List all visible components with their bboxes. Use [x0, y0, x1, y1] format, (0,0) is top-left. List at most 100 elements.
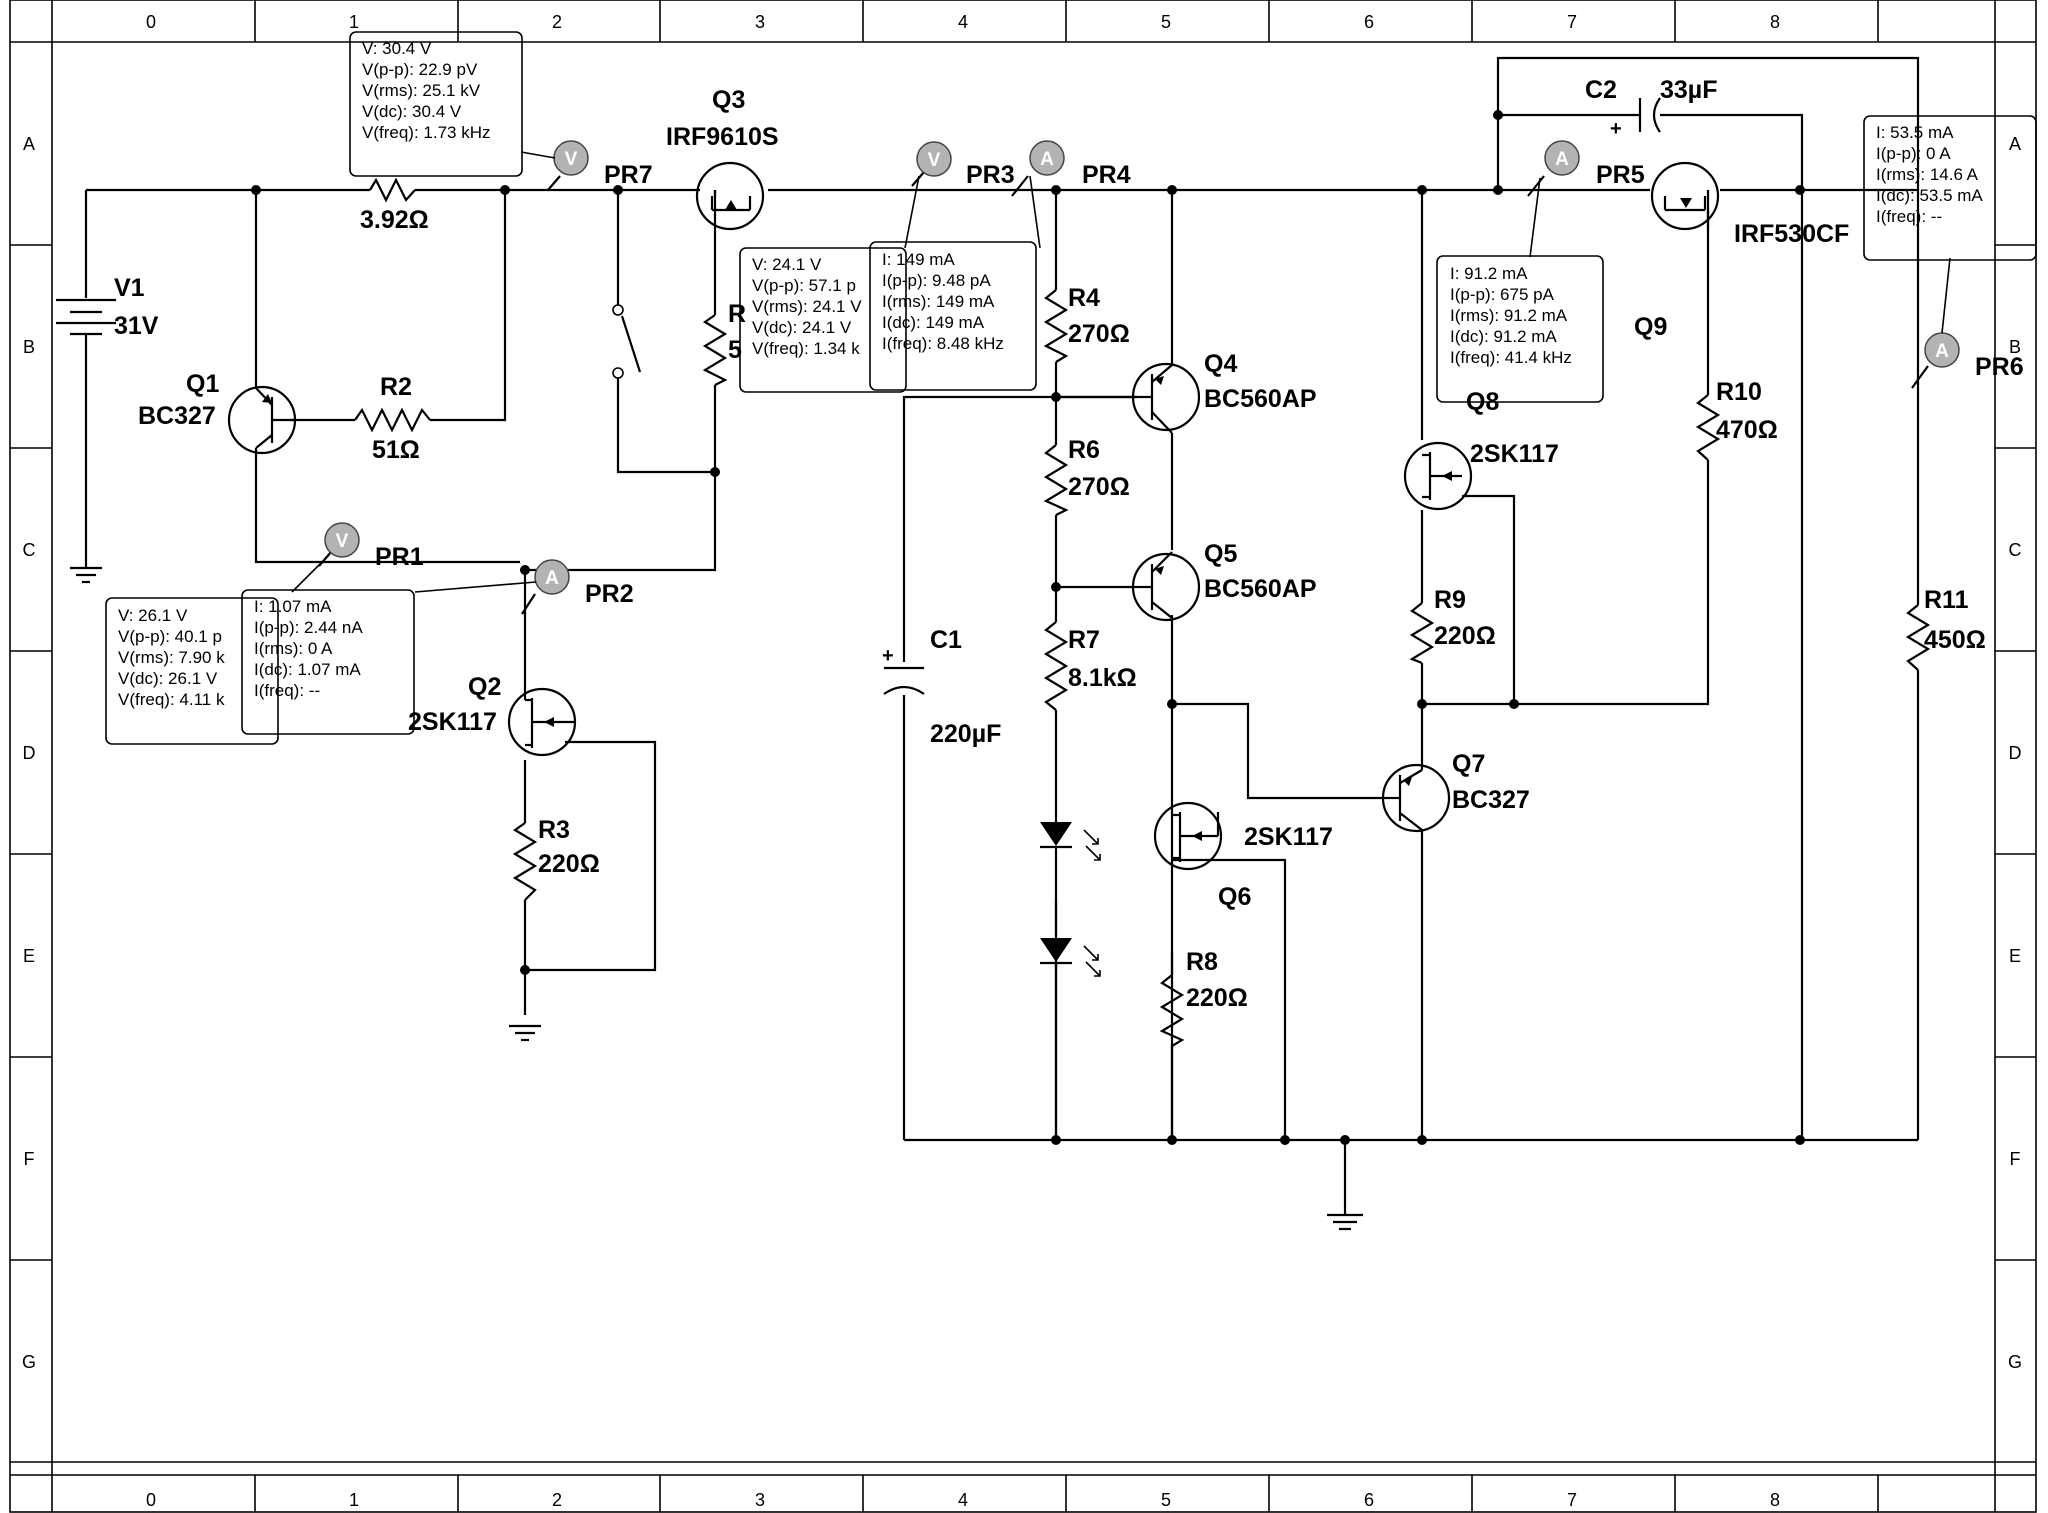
component-name: Q5: [1204, 540, 1237, 568]
resistor-r11[interactable]: R11 450Ω: [1905, 586, 1986, 671]
probe-type: A: [545, 568, 559, 589]
probe-pr5[interactable]: A PR5: [1527, 140, 1645, 197]
capacitor-c2[interactable]: + C2 33µF: [1585, 76, 1717, 140]
component-value: 470Ω: [1716, 416, 1778, 444]
resistor-r2[interactable]: R2 51Ω: [354, 373, 431, 464]
resistor-r7[interactable]: R7 8.1kΩ: [1043, 621, 1137, 711]
transistor-q8[interactable]: Q8 2SK117: [1403, 388, 1559, 511]
readout-line: V(rms): 25.1 kV: [362, 81, 481, 100]
component-name: V1: [114, 274, 145, 302]
grid-column-label: 0: [146, 12, 156, 32]
readout-line: I(rms): 14.6 A: [1876, 165, 1979, 184]
component-name: R7: [1068, 626, 1100, 654]
component-value: IRF530CF: [1734, 220, 1849, 248]
readout-line: I(freq): --: [254, 681, 320, 700]
component-value: 5: [728, 336, 742, 364]
grid-column-label: 7: [1567, 12, 1577, 32]
readout-line: V(dc): 24.1 V: [752, 318, 852, 337]
component-value: 270Ω: [1068, 320, 1130, 348]
probe-name: PR1: [375, 543, 424, 571]
led-2[interactable]: [1040, 938, 1101, 1140]
grid-column-label: 8: [1770, 1490, 1780, 1510]
grid-column-label: 3: [755, 12, 765, 32]
resistor-r4[interactable]: R4 270Ω: [1043, 284, 1130, 363]
transistor-q4[interactable]: Q4 BC560AP: [1131, 350, 1317, 434]
grid-row-label: G: [2008, 1352, 2022, 1372]
component-value: 2SK117: [1244, 823, 1333, 851]
readout-pr1: V: 26.1 V V(p-p): 40.1 p V(rms): 7.90 k …: [105, 597, 279, 745]
probe-name: PR6: [1975, 353, 2024, 381]
grid-column-label: 4: [958, 12, 968, 32]
ground-symbol: [509, 1024, 541, 1042]
resistor-r3[interactable]: R3 220Ω: [512, 816, 600, 901]
component-name: C2: [1585, 76, 1617, 104]
component-value: 33µF: [1660, 76, 1717, 104]
readout-pr5: I: 91.2 mA I(p-p): 675 pA I(rms): 91.2 m…: [1436, 255, 1604, 403]
resistor-r6[interactable]: R6 270Ω: [1043, 436, 1130, 516]
grid-column-label: 1: [349, 12, 359, 32]
readout-line: V: 30.4 V: [362, 39, 432, 58]
readout-line: I(dc): 53.5 mA: [1876, 186, 1983, 205]
component-name: Q7: [1452, 750, 1485, 778]
readout-line: V(dc): 30.4 V: [362, 102, 462, 121]
probe-pr3[interactable]: V PR3: [911, 141, 1015, 189]
probe-name: PR4: [1082, 161, 1131, 189]
probe-name: PR3: [966, 161, 1015, 189]
component-name: Q2: [468, 673, 501, 701]
component-name: R8: [1186, 948, 1218, 976]
grid-row-label: F: [2010, 1149, 2021, 1169]
transistor-q9[interactable]: IRF530CF Q9: [1634, 161, 1849, 341]
component-value: BC560AP: [1204, 385, 1317, 413]
probe-pr7[interactable]: V PR7: [547, 140, 653, 191]
readout-line: I(p-p): 2.44 nA: [254, 618, 363, 637]
readout-line: V(dc): 26.1 V: [118, 669, 218, 688]
switch[interactable]: [612, 304, 642, 379]
battery-v1[interactable]: V1 31V: [56, 274, 159, 340]
probe-pr4[interactable]: A PR4: [1011, 140, 1131, 197]
grid-row-label: E: [23, 946, 35, 966]
transistor-q3[interactable]: Q3 IRF9610S: [666, 86, 779, 231]
readout-pr3: V: 24.1 V V(p-p): 57.1 p V(rms): 24.1 V …: [739, 247, 907, 393]
readout-pr4: I: 149 mA I(p-p): 9.48 pA I(rms): 149 mA…: [869, 241, 1037, 391]
grid-row-label: E: [2009, 946, 2021, 966]
polarity-plus: +: [882, 645, 894, 667]
readout-line: I(p-p): 9.48 pA: [882, 271, 991, 290]
readout-line: I(freq): 41.4 kHz: [1450, 348, 1572, 367]
resistor-r5[interactable]: R 5: [702, 300, 746, 386]
transistor-q7[interactable]: Q7 BC327: [1381, 750, 1530, 833]
readout-line: I: 53.5 mA: [1876, 123, 1954, 142]
readout-line: I(p-p): 675 pA: [1450, 285, 1555, 304]
transistor-q2[interactable]: Q2 2SK117: [408, 673, 577, 757]
component-value: 2SK117: [1470, 440, 1559, 468]
transistor-q6[interactable]: 2SK117 Q6: [1153, 801, 1333, 911]
readout-line: V: 24.1 V: [752, 255, 822, 274]
component-value: 450Ω: [1924, 626, 1986, 654]
column-dividers: [254, 0, 1879, 1512]
readout-line: I(dc): 149 mA: [882, 313, 985, 332]
resistor-r1[interactable]: 3.92Ω: [360, 177, 429, 234]
capacitor-c1[interactable]: + C1 220µF: [882, 626, 1001, 748]
resistor-r10[interactable]: R10 470Ω: [1695, 378, 1778, 461]
readout-line: V(p-p): 40.1 p: [118, 627, 222, 646]
wires: [84, 56, 1920, 1215]
readout-line: I(rms): 91.2 mA: [1450, 306, 1568, 325]
led-1[interactable]: [1040, 815, 1101, 935]
readout-line: I(dc): 1.07 mA: [254, 660, 361, 679]
component-name: R9: [1434, 586, 1466, 614]
transistor-q1[interactable]: Q1 BC327: [138, 370, 297, 455]
resistor-r8[interactable]: R8 220Ω: [1159, 948, 1248, 1140]
probe-type: V: [565, 149, 578, 170]
transistor-q5[interactable]: Q5 BC560AP: [1131, 540, 1317, 622]
probe-pr1[interactable]: V PR1: [318, 522, 424, 571]
component-value: 220Ω: [1434, 622, 1496, 650]
resistor-r9[interactable]: R9 220Ω: [1409, 586, 1496, 665]
component-name: Q9: [1634, 313, 1667, 341]
probe-pr2[interactable]: A PR2: [521, 559, 634, 615]
component-name: R2: [380, 373, 412, 401]
probe-pr6[interactable]: A PR6: [1911, 332, 2024, 389]
readout-leaders: [291, 151, 1951, 593]
readout-pr7: V: 30.4 V V(p-p): 22.9 pV V(rms): 25.1 k…: [349, 31, 523, 177]
grid-column-label: 0: [146, 1490, 156, 1510]
readout-line: V(rms): 24.1 V: [752, 297, 862, 316]
